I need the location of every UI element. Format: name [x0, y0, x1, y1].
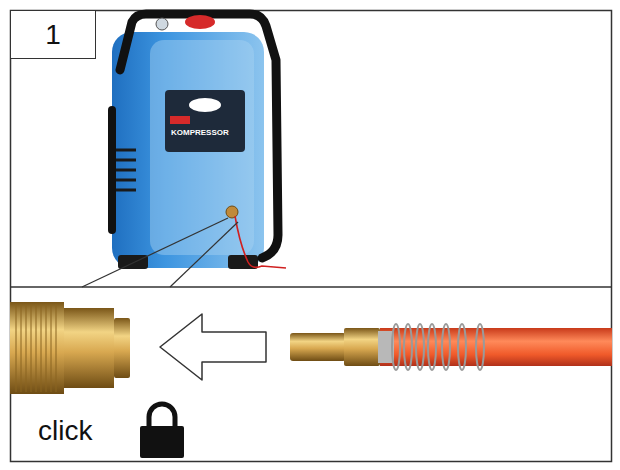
plug-nipple [290, 333, 346, 361]
compressor-handle [120, 14, 278, 258]
coupling-sleeve [10, 302, 64, 394]
spring-coil [404, 324, 412, 370]
spring-coil [458, 324, 466, 370]
lock-body [140, 426, 184, 458]
spring-coil [442, 324, 450, 370]
knurling [16, 304, 56, 392]
spring-coil [416, 324, 424, 370]
air-hose [380, 328, 612, 366]
step-number: 1 [45, 21, 61, 49]
panel-divider [10, 286, 612, 288]
insert-arrow [160, 314, 266, 380]
spring-coil [476, 324, 484, 370]
coupling-mouth [114, 318, 130, 378]
female-coupling [10, 302, 130, 394]
detail-leader [170, 222, 238, 287]
compressor-body [112, 32, 264, 268]
plug-hex [344, 328, 380, 366]
step-number-box: 1 [10, 10, 96, 59]
vent-slots [116, 150, 136, 190]
spring-coil [428, 324, 436, 370]
power-cable [235, 216, 286, 268]
hose-assembly [290, 324, 612, 370]
pressure-knob [185, 15, 215, 29]
gauge [156, 18, 168, 30]
air-outlet [226, 206, 238, 218]
compressor [112, 14, 286, 269]
brand-text: KOMPRESSOR [171, 129, 229, 137]
hose-spring [392, 324, 484, 370]
compressor-grip [108, 110, 116, 230]
brand-logo [189, 98, 221, 112]
compressor-front [150, 40, 254, 255]
lock-shackle [149, 404, 175, 427]
brand-panel [165, 90, 245, 152]
coupling-body [64, 308, 114, 388]
action-text: click [38, 417, 92, 445]
lock-icon [140, 404, 184, 458]
panel-frame [11, 11, 612, 462]
brand-mark [170, 116, 190, 124]
spring-coil [392, 324, 400, 370]
compressor-foot [118, 255, 148, 269]
